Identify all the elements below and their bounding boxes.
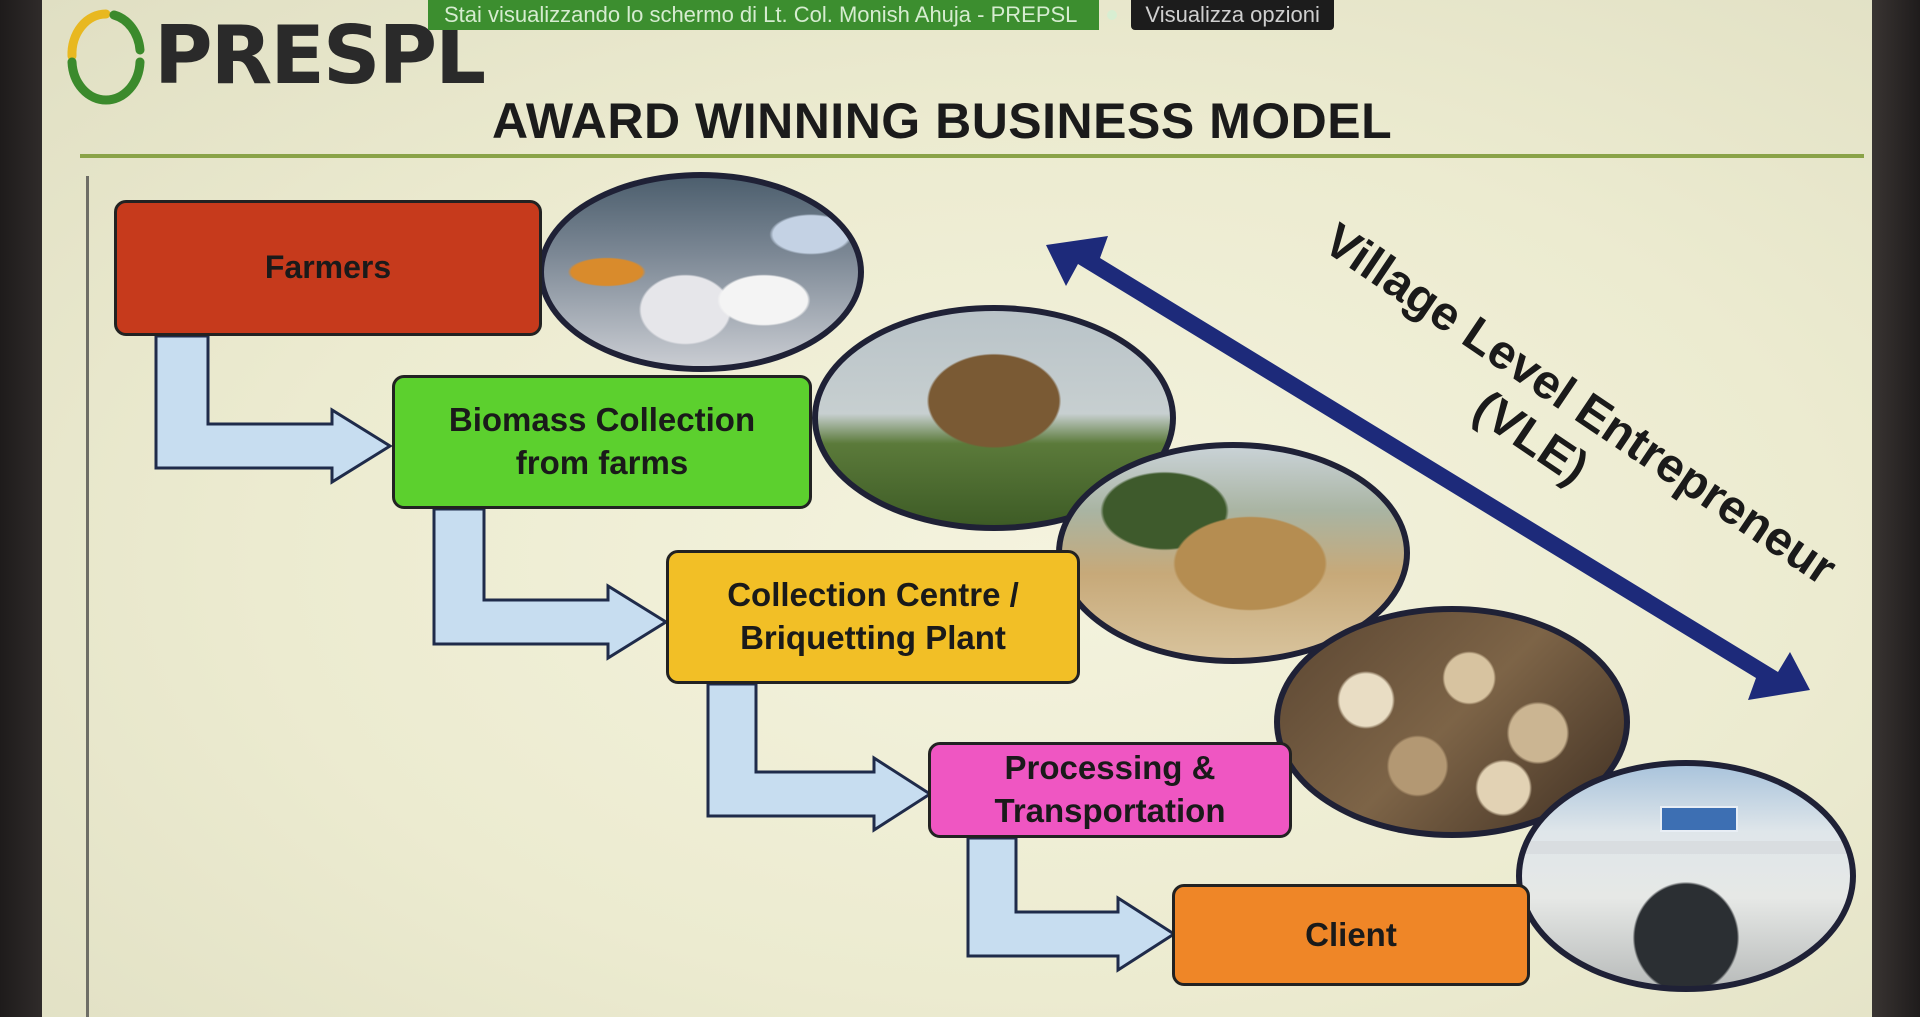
logo-ring-icon (67, 9, 145, 105)
flow-label-farmers: Farmers (264, 249, 392, 286)
monitor-bezel-right (1870, 0, 1920, 1017)
connector-arrow-4 (966, 836, 1177, 973)
flow-box-collection-centre: Collection Centre / Briquetting Plant (666, 550, 1080, 684)
title-divider (80, 154, 1864, 158)
flow-connectors (154, 334, 1177, 973)
connector-arrow-2 (432, 507, 669, 661)
slide-title: AWARD WINNING BUSINESS MODEL (492, 93, 1393, 149)
connector-arrow-3 (706, 682, 933, 833)
storage-sign (1659, 805, 1739, 832)
vle-double-arrow-icon (1046, 236, 1810, 700)
farmers-photo (538, 172, 864, 372)
flow-box-biomass-collection: Biomass Collection from farms (392, 375, 812, 509)
view-options-button[interactable]: Visualizza opzioni (1131, 0, 1334, 30)
flow-label-client: Client (1305, 915, 1397, 953)
collection-centre-photo (1056, 442, 1410, 664)
flow-box-processing: Processing & Transportation (928, 742, 1292, 838)
flow-label-processing-line1: Processing & (1004, 749, 1216, 787)
flow-label-collection-line2: Briquetting Plant (740, 619, 1006, 656)
flow-label-processing-line2: Transportation (994, 792, 1226, 829)
screen-share-message: Stai visualizzando lo schermo di Lt. Col… (428, 0, 1100, 30)
screen-share-bar: Stai visualizzando lo schermo di Lt. Col… (428, 0, 1334, 30)
left-border-line (86, 176, 89, 1017)
flow-label-collection-line1: Collection Centre / (727, 576, 1019, 614)
flow-box-farmers: Farmers (114, 200, 542, 336)
flow-box-client: Client (1172, 884, 1530, 986)
connector-arrow-1 (154, 334, 393, 485)
share-indicator-dot-icon (1107, 10, 1118, 20)
shared-slide: Stai visualizzando lo schermo di Lt. Col… (42, 0, 1872, 1017)
flow-label-biomass-line1: Biomass Collection (448, 401, 756, 439)
storage-warehouse-photo (1516, 760, 1856, 992)
monitor-bezel-left (0, 0, 42, 1017)
flow-label-biomass-line2: from farms (515, 444, 689, 481)
